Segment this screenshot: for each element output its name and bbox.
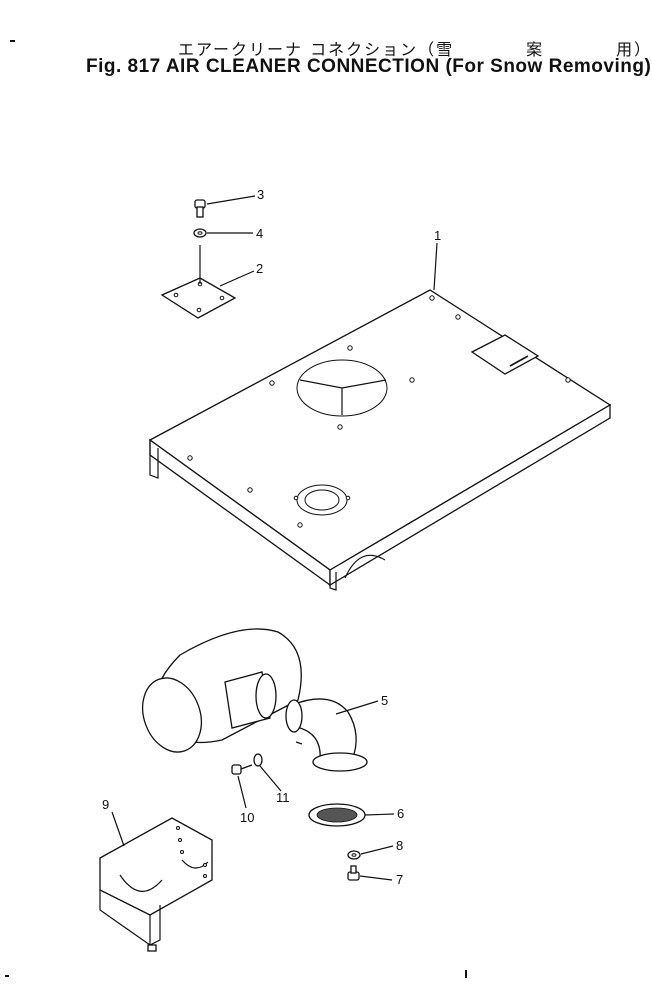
- callout-9: 9: [102, 797, 109, 812]
- washer-part: [193, 228, 207, 238]
- bolt-medium-part: [231, 764, 253, 775]
- title-english: Fig. 817 AIR CLEANER CONNECTION (For Sno…: [86, 56, 652, 77]
- scan-marks: [5, 40, 467, 978]
- callout-10: 10: [240, 810, 254, 825]
- hood-cover-part: [148, 289, 612, 591]
- callout-5: 5: [381, 693, 388, 708]
- washer-small-part: [347, 850, 361, 860]
- air-cleaner-body: [142, 628, 302, 753]
- title-japanese: エアークリーナ コネクション（雪 案 用）: [178, 40, 652, 59]
- callout-2: 2: [256, 261, 263, 276]
- callout-3: 3: [257, 187, 264, 202]
- bracket-part: [99, 817, 213, 952]
- callout-4: 4: [256, 226, 263, 241]
- callout-1: 1: [434, 228, 441, 243]
- leader-lines: [111, 195, 438, 881]
- elbow-part: [285, 698, 368, 772]
- callout-6: 6: [397, 806, 404, 821]
- small-cover-plate-part: [160, 245, 237, 319]
- exploded-parts-diagram: 1 2 3 4 5 6 7 8 9 10 11: [5, 40, 612, 978]
- washer-medium-part: [253, 753, 263, 767]
- bolt-small-part: [347, 865, 360, 881]
- screen-part: [308, 803, 366, 827]
- bolt-part: [194, 199, 206, 218]
- callout-7: 7: [396, 872, 403, 887]
- callout-11: 11: [276, 790, 290, 805]
- callout-numbers: 1 2 3 4 5 6 7 8 9 10 11: [102, 187, 441, 887]
- callout-8: 8: [396, 838, 403, 853]
